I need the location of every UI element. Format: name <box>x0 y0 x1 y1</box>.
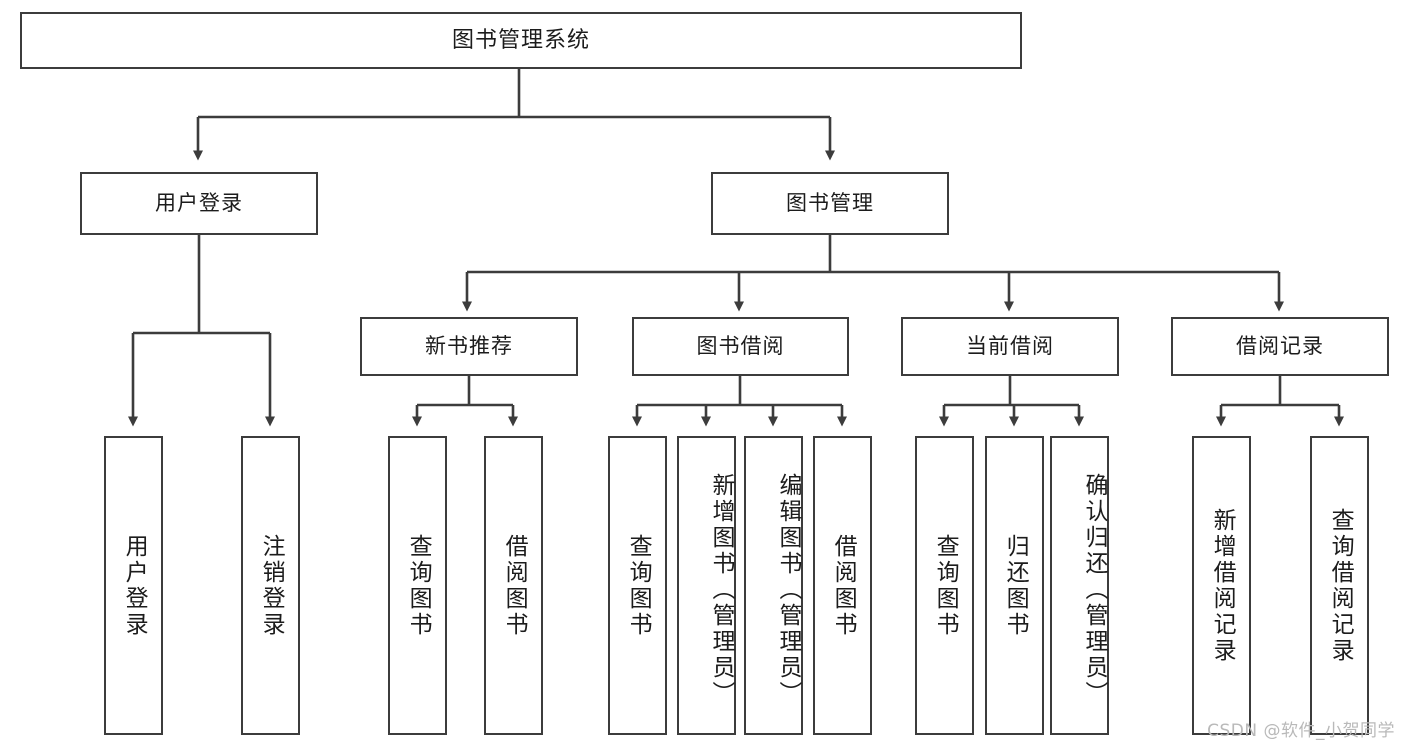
node-borrow-record[interactable]: 借阅记录 <box>1171 317 1389 376</box>
leaf-add-book-admin[interactable]: 新增图书（管理员） <box>677 436 736 735</box>
leaf-query-book-borrow[interactable]: 查询图书 <box>608 436 667 735</box>
leaf-borrow-book-recommend[interactable]: 借阅图书 <box>484 436 543 735</box>
leaf-query-book-current[interactable]: 查询图书 <box>915 436 974 735</box>
node-root-library-system[interactable]: 图书管理系统 <box>20 12 1022 69</box>
leaf-query-borrow-record[interactable]: 查询借阅记录 <box>1310 436 1369 735</box>
leaf-return-book[interactable]: 归还图书 <box>985 436 1044 735</box>
watermark-text: CSDN @软件_小贺同学 <box>1207 721 1395 741</box>
node-book-management[interactable]: 图书管理 <box>711 172 949 235</box>
leaf-add-borrow-record[interactable]: 新增借阅记录 <box>1192 436 1251 735</box>
leaf-logout[interactable]: 注销登录 <box>241 436 300 735</box>
leaf-borrow-book[interactable]: 借阅图书 <box>813 436 872 735</box>
leaf-edit-book-admin[interactable]: 编辑图书（管理员） <box>744 436 803 735</box>
node-new-book-recommend[interactable]: 新书推荐 <box>360 317 578 376</box>
leaf-query-book-recommend[interactable]: 查询图书 <box>388 436 447 735</box>
node-current-borrow[interactable]: 当前借阅 <box>901 317 1119 376</box>
leaf-user-login[interactable]: 用户登录 <box>104 436 163 735</box>
node-user-login[interactable]: 用户登录 <box>80 172 318 235</box>
leaf-confirm-return-admin[interactable]: 确认归还（管理员） <box>1050 436 1109 735</box>
node-book-borrow[interactable]: 图书借阅 <box>632 317 849 376</box>
